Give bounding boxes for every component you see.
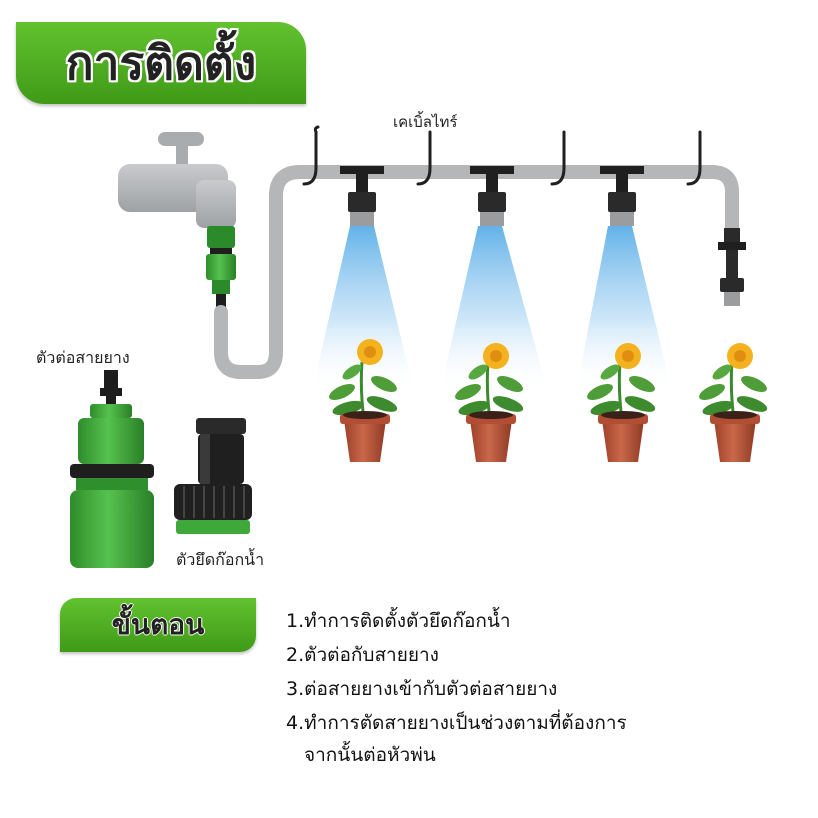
plant-pot-1 — [329, 339, 398, 462]
steps-heading: ขั้นตอน — [111, 608, 205, 641]
steps-list: 1.ทำการติดตั้งตัวยึดก๊อกน้ำ 2.ตัวต่อกับส… — [286, 604, 806, 770]
sprinkler-3 — [576, 166, 672, 392]
step-3: 3.ต่อสายยางเข้ากับตัวต่อสายยาง — [286, 678, 558, 700]
page-title: การติดตั้ง — [65, 35, 257, 90]
main-hose — [214, 165, 739, 379]
end-cap-icon — [718, 228, 746, 306]
plant-pot-2 — [455, 343, 524, 462]
step-4: 4.ทำการตัดสายยางเป็นช่วงตามที่ต้องการ — [286, 712, 627, 734]
step-1: 1.ทำการติดตั้งตัวยึดก๊อกน้ำ — [286, 610, 511, 632]
steps-banner — [60, 598, 256, 652]
sprinkler-2 — [440, 166, 548, 392]
plant-pot-3 — [587, 343, 656, 462]
tap-connector-icon — [174, 418, 252, 534]
faucet-icon — [118, 132, 236, 228]
tap-connector-label: ตัวยึดก๊อกน้ำ — [176, 550, 265, 569]
step-2: 2.ตัวต่อกับสายยาง — [286, 644, 439, 666]
plant-pot-4 — [699, 343, 768, 462]
hose-connector-icon — [70, 370, 154, 568]
hose-connector-label: ตัวต่อสายยาง — [36, 348, 130, 367]
title-banner — [16, 22, 306, 104]
step-4-continued: จากนั้นต่อหัวพ่น — [304, 744, 436, 766]
sprinkler-1 — [312, 166, 414, 392]
cable-tie-label: เคเบิ้ลไทร์ — [393, 113, 458, 131]
cable-tie-icon — [302, 125, 702, 186]
tap-adapter-icon — [206, 226, 236, 312]
